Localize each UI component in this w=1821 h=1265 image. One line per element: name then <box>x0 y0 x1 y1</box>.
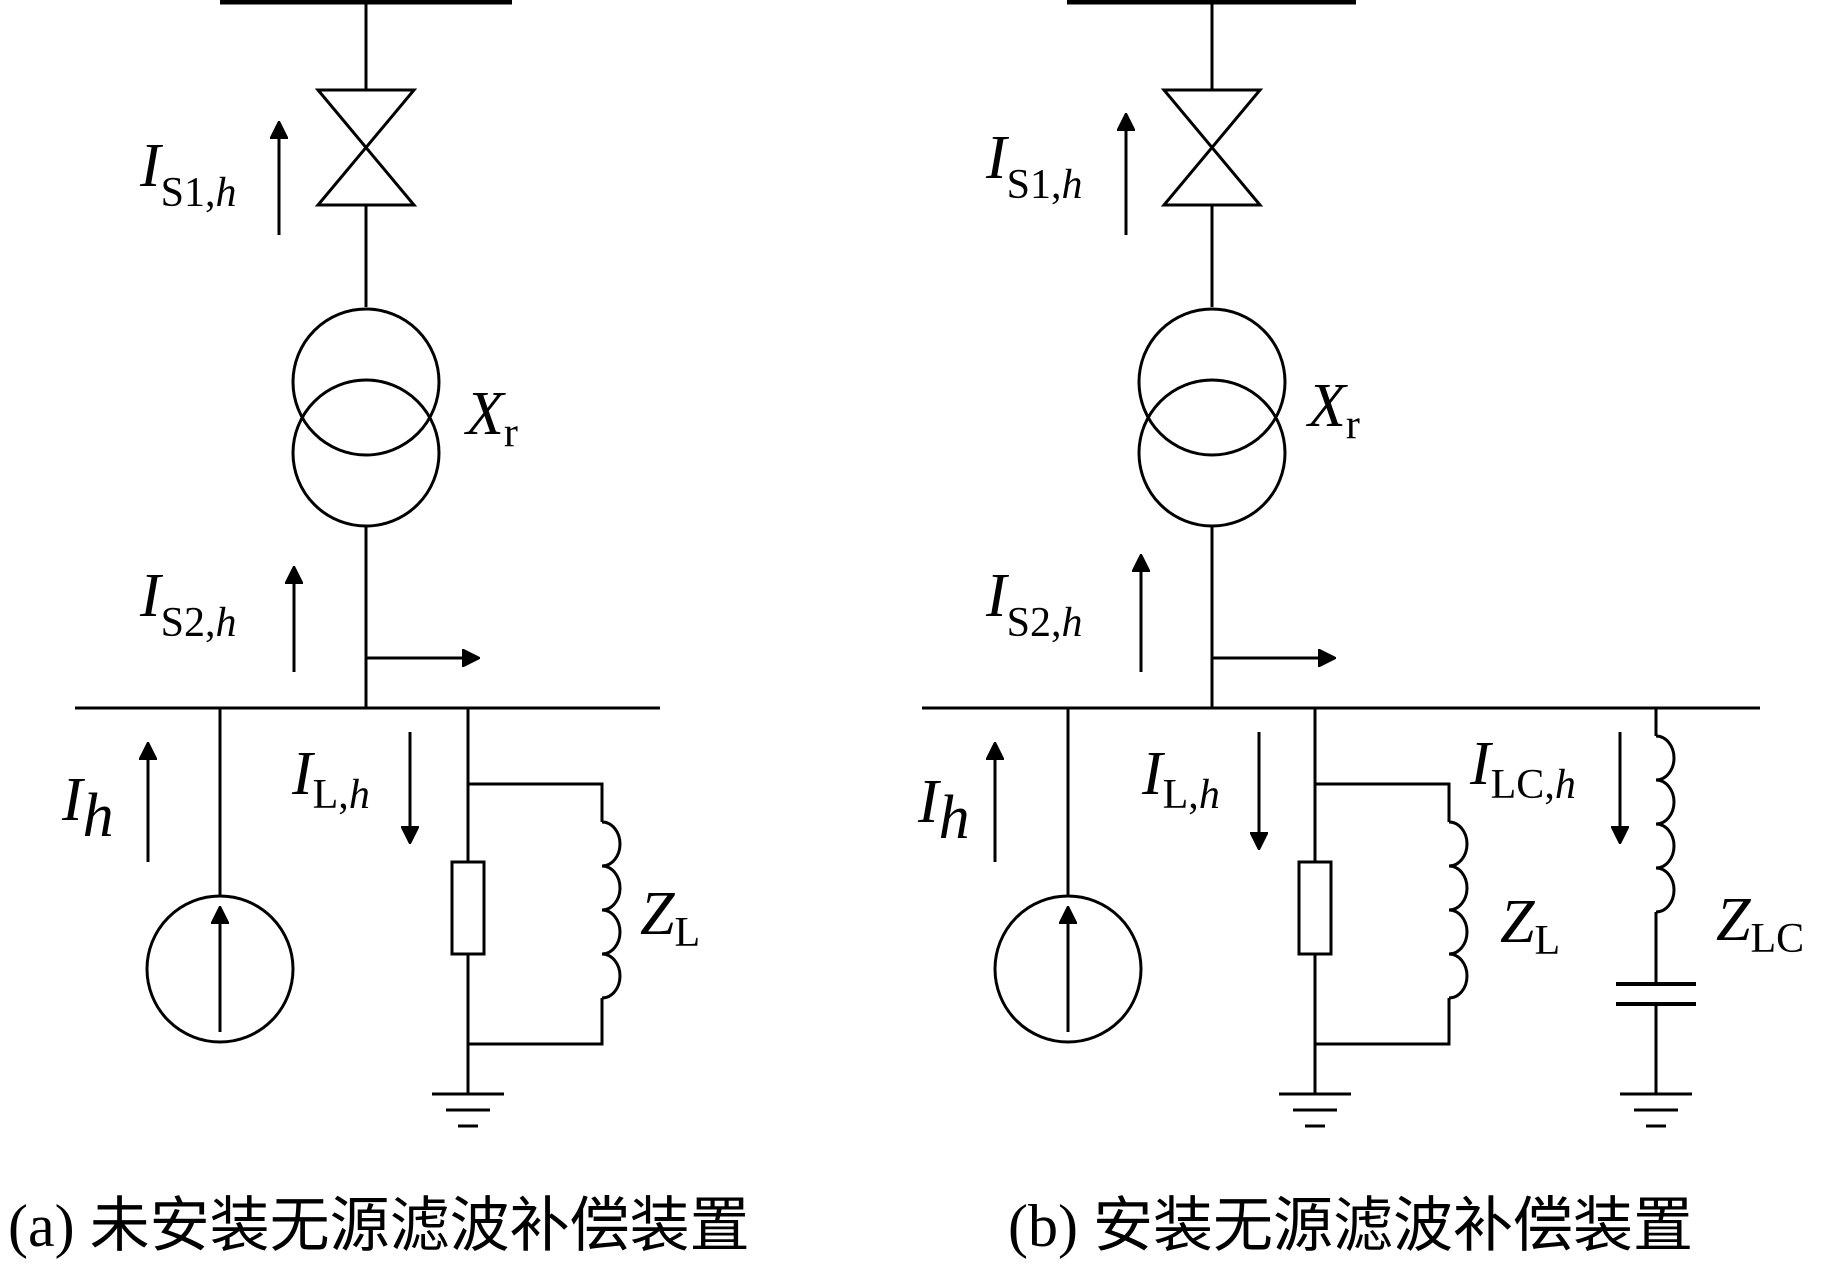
breaker-symbol-b <box>1160 88 1264 207</box>
label-ih-a: Ih <box>61 766 114 850</box>
label-is2-b: IS2,h <box>985 562 1083 646</box>
harmonic-current-source-b <box>993 894 1143 1044</box>
label-xr-b: Xr <box>1305 372 1360 448</box>
transformer-primary-winding-b <box>1137 307 1287 457</box>
label-xr-a: Xr <box>463 380 518 456</box>
load-resistor-b <box>1297 860 1333 956</box>
label-is1-b: IS1,h <box>985 124 1083 208</box>
breaker-symbol-a <box>314 88 418 207</box>
panel-a <box>75 0 660 1128</box>
caption-b: (b) 安装无源滤波补偿装置 <box>1008 1193 1693 1259</box>
label-zl-a: ZL <box>640 880 700 956</box>
label-is2-a: IS2,h <box>139 562 237 646</box>
load-inductor-a <box>601 820 622 1000</box>
label-ih-b: Ih <box>917 768 970 852</box>
inductor-top-wire-a <box>468 782 604 822</box>
transformer-secondary-winding-b <box>1137 378 1287 528</box>
inductor-bottom-wire-b <box>1315 998 1451 1046</box>
label-zlc-b: ZLC <box>1716 886 1804 962</box>
panel-b <box>922 0 1760 1128</box>
harmonic-current-source-a <box>145 894 295 1044</box>
label-il-b: IL,h <box>1141 740 1220 818</box>
transformer-primary-winding-a <box>291 307 441 457</box>
inductor-top-wire-b <box>1315 782 1451 822</box>
filter-inductor-b <box>1655 734 1676 914</box>
label-zl-b: ZL <box>1500 888 1560 964</box>
label-is1-a: IS1,h <box>139 132 237 216</box>
inductor-bottom-wire-a <box>468 998 604 1046</box>
load-resistor-a <box>450 860 486 956</box>
caption-a: (a) 未安装无源滤波补偿装置 <box>8 1193 750 1259</box>
load-inductor-b <box>1448 820 1469 1000</box>
label-ilc-b: ILC,h <box>1469 730 1576 808</box>
transformer-secondary-winding-a <box>291 378 441 528</box>
label-il-a: IL,h <box>291 740 370 818</box>
